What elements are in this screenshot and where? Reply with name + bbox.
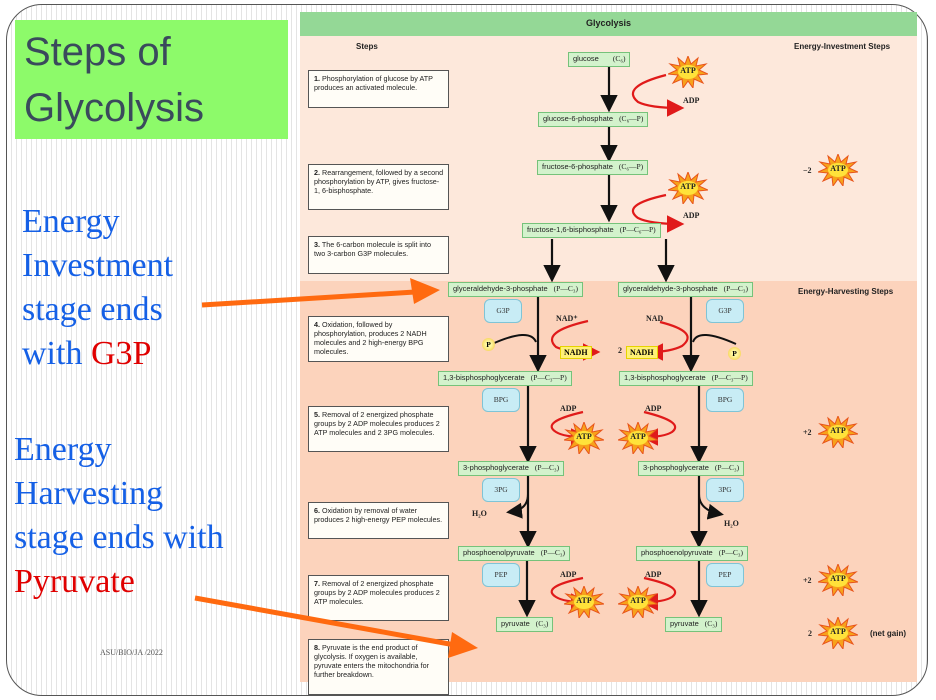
- molecule-pep-left: phosphoenolpyruvate(P—C₃): [458, 546, 571, 561]
- molecule-g3p-left: glyceraldehyde-3-phosphate(P—C₃): [448, 282, 583, 297]
- molecule-pep-right: phosphoenolpyruvate(P—C₃): [636, 546, 749, 561]
- label-two-nadh-count: 2: [618, 346, 622, 355]
- abbr-g3p-right: G3P: [706, 299, 744, 323]
- highlight-g3p: G3P: [90, 335, 152, 372]
- abbr-g3p-left: G3P: [484, 299, 522, 323]
- label-nad-plus: NAD⁺: [556, 314, 578, 323]
- tally-investment: −2: [803, 166, 812, 175]
- molecule-3pg-left: 3-phosphoglycerate(P—C₃): [458, 461, 565, 476]
- atp-burst-icon: ATP: [562, 420, 606, 456]
- phosphate-left: P: [482, 338, 495, 351]
- note-line: Harvesting: [14, 475, 164, 512]
- step-box-6: 6. Oxidation by removal of water produce…: [308, 502, 449, 539]
- molecule-g3p-right: glyceraldehyde-3-phosphate(P—C₃): [618, 282, 753, 297]
- figure-title: Glycolysis: [585, 18, 632, 28]
- atp-burst-icon: ATP: [816, 152, 860, 188]
- molecule-fructose-1-6-bisphosphate: fructose-1,6-bisphosphate(P—C₆—P): [522, 223, 661, 238]
- label-adp-7-left: ADP: [560, 570, 577, 579]
- glycolysis-figure: Glycolysis Steps Energy-Investment Steps…: [300, 12, 917, 695]
- abbr-3pg-right: 3PG: [706, 478, 744, 502]
- step-box-1: 1. Phosphorylation of glucose by ATP pro…: [308, 70, 449, 108]
- note-line: with G3P: [22, 335, 152, 372]
- abbr-bpg-right: BPG: [706, 388, 744, 412]
- tally-net: 2: [808, 629, 812, 638]
- label-adp-1: ADP: [683, 96, 700, 105]
- arrow-to-pyruvate-head: [448, 632, 478, 658]
- step-box-3: 3. The 6-carbon molecule is split into t…: [308, 236, 449, 274]
- label-water-right: H₂O: [724, 519, 739, 528]
- atp-burst-icon: ATP: [816, 562, 860, 598]
- atp-burst-icon: ATP: [666, 170, 710, 206]
- atp-burst-icon: ATP: [816, 615, 860, 651]
- label-nad-right: NAD: [646, 314, 664, 323]
- molecule-glucose: glucose(C₆): [568, 52, 631, 67]
- note-line: Energy: [22, 203, 120, 240]
- molecule-pyruvate-right: pyruvate(C₃): [665, 617, 723, 632]
- label-adp-5-left: ADP: [560, 404, 577, 413]
- note-line: Investment: [22, 247, 174, 284]
- tally-harvest-2: +2: [803, 576, 812, 585]
- molecule-bpg-left: 1,3-bisphosphoglycerate(P—C₃—P): [438, 371, 572, 386]
- slide-title-line2: Glycolysis: [24, 86, 205, 130]
- label-adp-7-right: ADP: [645, 570, 662, 579]
- tally-harvest-1: +2: [803, 428, 812, 437]
- label-adp-2: ADP: [683, 211, 700, 220]
- credit-text: ASU/BIO/JA /2022: [100, 648, 163, 657]
- molecule-glucose-6-phosphate: glucose-6-phosphate(C₆—P): [538, 112, 649, 127]
- label-nadh-right: NADH: [626, 346, 658, 359]
- abbr-pep-left: PEP: [482, 563, 520, 587]
- step-box-8: 8. Pyruvate is the end product of glycol…: [308, 639, 449, 695]
- investment-note: Energy Investment stage ends with G3P: [22, 200, 173, 376]
- step-box-4: 4. Oxidation, followed by phosphorylatio…: [308, 316, 449, 362]
- atp-burst-icon: ATP: [616, 420, 660, 456]
- molecule-3pg-right: 3-phosphoglycerate(P—C₃): [638, 461, 745, 476]
- arrow-to-g3p: [201, 289, 416, 308]
- slide-title-line1: Steps of: [24, 30, 171, 74]
- highlight-pyruvate: Pyruvate: [14, 563, 135, 600]
- steps-heading: Steps: [356, 42, 378, 51]
- label-water-left: H₂O: [472, 509, 487, 518]
- net-gain-label: (net gain): [870, 629, 906, 638]
- arrow-to-g3p-head: [410, 278, 440, 304]
- abbr-3pg-left: 3PG: [482, 478, 520, 502]
- molecule-bpg-right: 1,3-bisphosphoglycerate(P—C₃—P): [619, 371, 753, 386]
- atp-burst-icon: ATP: [616, 584, 660, 620]
- molecule-pyruvate-left: pyruvate(C₃): [496, 617, 554, 632]
- arrow-to-pyruvate: [194, 595, 456, 648]
- figure-header: Glycolysis: [300, 12, 917, 36]
- step-box-2: 2. Rearrangement, followed by a second p…: [308, 164, 449, 210]
- molecule-fructose-6-phosphate: fructose-6-phosphate(C₆—P): [537, 160, 649, 175]
- atp-burst-icon: ATP: [816, 414, 860, 450]
- atp-burst-icon: ATP: [562, 584, 606, 620]
- slide-title-box: Steps of Glycolysis: [15, 20, 288, 139]
- note-line: stage ends: [22, 291, 163, 328]
- step-box-5: 5. Removal of 2 energized phosphate grou…: [308, 406, 449, 452]
- note-line: Energy: [14, 431, 112, 468]
- atp-burst-icon: ATP: [666, 54, 710, 90]
- label-nadh-left: NADH: [560, 346, 592, 359]
- note-line: stage ends with: [14, 519, 224, 556]
- abbr-bpg-left: BPG: [482, 388, 520, 412]
- abbr-pep-right: PEP: [706, 563, 744, 587]
- label-adp-5-right: ADP: [645, 404, 662, 413]
- harvesting-note: Energy Harvesting stage ends with Pyruva…: [14, 428, 224, 604]
- phosphate-right: P: [728, 347, 741, 360]
- investment-heading: Energy-Investment Steps: [794, 42, 891, 51]
- harvesting-heading: Energy-Harvesting Steps: [798, 287, 894, 296]
- step-box-7: 7. Removal of 2 energized phosphate grou…: [308, 575, 449, 621]
